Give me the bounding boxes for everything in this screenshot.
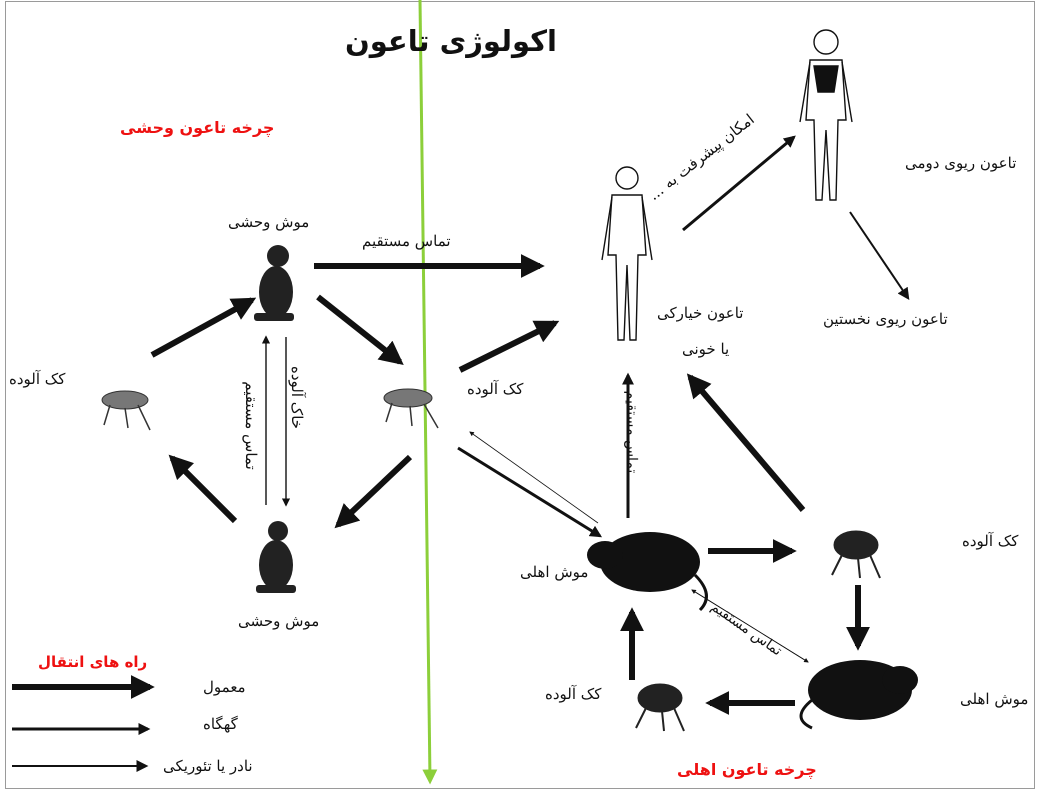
arrow-secondary-to-primary: [850, 212, 908, 298]
label-flea-domestic-bottom: کک آلوده: [545, 687, 601, 702]
arrow-flea-right-to-human: [690, 377, 803, 510]
legend-title: راه های انتقال: [38, 655, 147, 670]
label-flea-center: کک آلوده: [467, 382, 523, 397]
flea-center-icon: [384, 389, 438, 428]
label-direct-contact-vertical: تماس مستقیم: [243, 381, 258, 470]
arrow-flea-left-to-wildmouse-top: [152, 300, 252, 355]
human-secondary-pneumonic-icon: [800, 30, 852, 200]
page-title: اکولوژی تاعون: [345, 27, 557, 56]
arrow-flea-center-to-housemouse: [458, 448, 600, 536]
label-wild-mouse-top: موش وحشی: [228, 215, 309, 230]
arrow-housemouse-to-flea-center-thin: [470, 432, 598, 523]
label-bubonic-line2: یا خونی: [682, 342, 729, 357]
flea-domestic-bottom-icon: [636, 684, 684, 731]
flea-domestic-right-icon: [832, 531, 880, 578]
label-flea-domestic-right: کک آلوده: [962, 534, 1018, 549]
arrow-wildmouse-top-to-flea-center: [318, 297, 400, 362]
house-mouse-right-icon: [801, 660, 918, 728]
arrow-wildmouse-bottom-to-flea-left: [172, 458, 235, 521]
legend-rare-label: نادر یا تئوریکی: [163, 759, 253, 774]
wild-mouse-bottom-icon: [256, 521, 296, 593]
label-direct-contact-human: تماس مستقیم: [624, 391, 638, 474]
domestic-cycle-label: چرخه تاعون اهلی: [677, 762, 817, 778]
label-bubonic-line1: تاعون خیارکی: [657, 306, 743, 321]
label-direct-contact-top: تماس مستقیم: [362, 234, 451, 249]
wild-cycle-label: چرخه تاعون وحشی: [120, 120, 274, 136]
legend-occasional-label: گهگاه: [203, 717, 238, 732]
arrow-flea-center-to-human: [460, 323, 555, 370]
human-bubonic-icon: [602, 167, 652, 340]
house-mouse-center-icon: [587, 532, 706, 610]
label-wild-mouse-bottom: موش وحشی: [238, 614, 319, 629]
wild-mouse-top-icon: [254, 245, 294, 321]
label-house-mouse-right: موش اهلی: [960, 692, 1028, 707]
label-secondary-pneumonic: تاعون ریوی دومی: [905, 156, 1016, 171]
label-flea-left: کک آلوده: [9, 372, 65, 387]
green-divider-arrow: [420, 0, 430, 780]
flea-left-icon: [102, 391, 150, 430]
arrow-flea-center-to-wildmouse-bottom: [338, 457, 410, 525]
label-contaminated-soil: خاک آلوده: [289, 366, 304, 429]
legend-usual-label: معمول: [203, 680, 246, 695]
label-primary-pneumonic: تاعون ریوی نخستین: [823, 312, 948, 327]
label-house-mouse-center: موش اهلی: [520, 565, 588, 580]
